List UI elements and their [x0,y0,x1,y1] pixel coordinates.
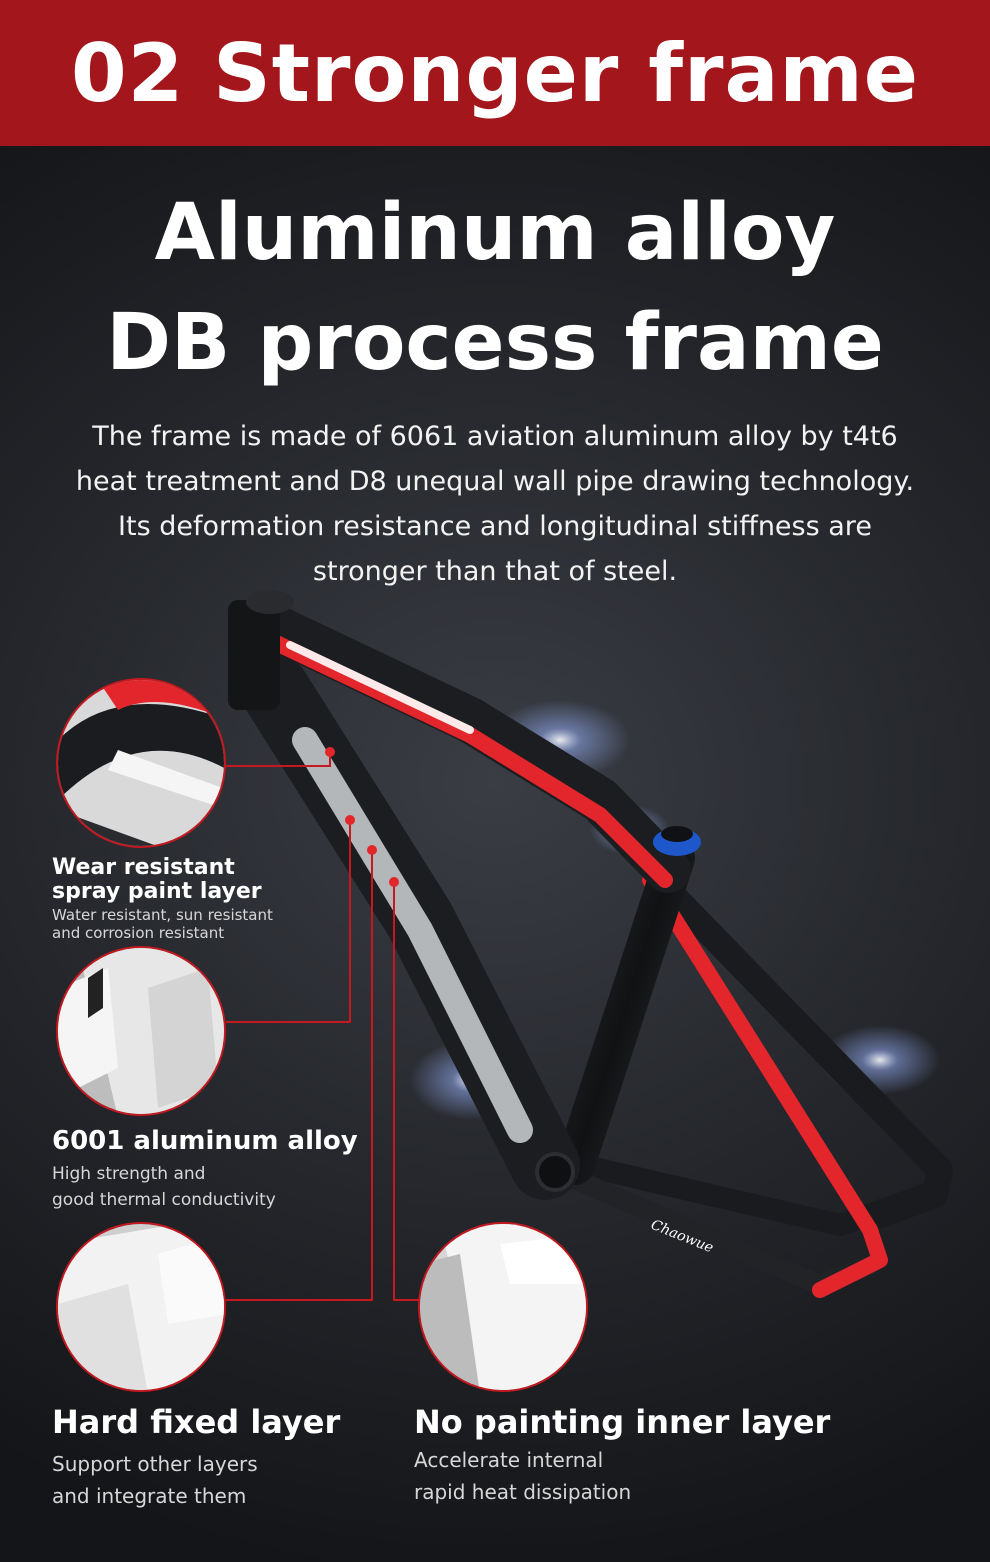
frame-description: The frame is made of 6061 aviation alumi… [75,421,915,587]
feature-2-sub-line1: High strength and [52,1164,206,1184]
callout-dot [389,877,399,887]
callout-line-2 [226,820,351,1023]
callout-line-3 [226,850,373,1301]
feature-1-title-line2: spray paint layer [52,879,262,904]
feature-1-sub-line2: and corrosion resistant [52,924,225,942]
detail-circle-paint-layer [56,678,226,848]
headline-line1: Aluminum alloy [154,188,836,278]
callout-dot [325,747,335,757]
detail-circle-aluminum-alloy [56,946,226,1116]
feature-3-title: Hard fixed layer [52,1403,341,1441]
top-tube-white [286,641,474,734]
paint-layer-closeup [58,680,224,846]
seat-tube [555,838,695,1185]
feature-1-sub-line1: Water resistant, sun resistant [52,906,273,924]
seat-clamp-top [661,826,693,842]
top-tube-red [262,632,673,888]
hard-layer-closeup [58,1224,224,1390]
callout-dot [345,815,355,825]
seat-stay-red [642,872,888,1298]
feature-3-sub-line2: and integrate them [52,1484,247,1508]
feature-4-sub-line2: rapid heat dissipation [414,1480,632,1504]
feature-4-title: No painting inner layer [414,1403,831,1441]
bottom-bracket [535,1152,575,1192]
aluminum-closeup [58,948,224,1114]
head-tube-top [246,590,294,614]
feature-4-sub-line1: Accelerate internal [414,1448,604,1472]
section-banner: 02 Stronger frame [0,0,990,146]
callout-line-4 [393,882,420,1301]
feature-1-title-line1: Wear resistant [52,855,235,880]
detail-circle-hard-layer [56,1222,226,1392]
callout-dot [367,845,377,855]
feature-2-sub-line2: good thermal conductivity [52,1190,276,1210]
chain-stay [549,1149,949,1236]
detail-circle-inner-layer [418,1222,588,1392]
banner-title: 02 Stronger frame [70,26,920,120]
feature-3-sub-line1: Support other layers [52,1452,258,1476]
top-tube [247,602,691,893]
feature-2-title: 6001 aluminum alloy [52,1126,358,1156]
head-tube [228,600,280,710]
inner-layer-closeup [420,1224,586,1390]
down-tube-highlight [292,727,533,1143]
headline-line2: DB process frame [106,298,884,388]
